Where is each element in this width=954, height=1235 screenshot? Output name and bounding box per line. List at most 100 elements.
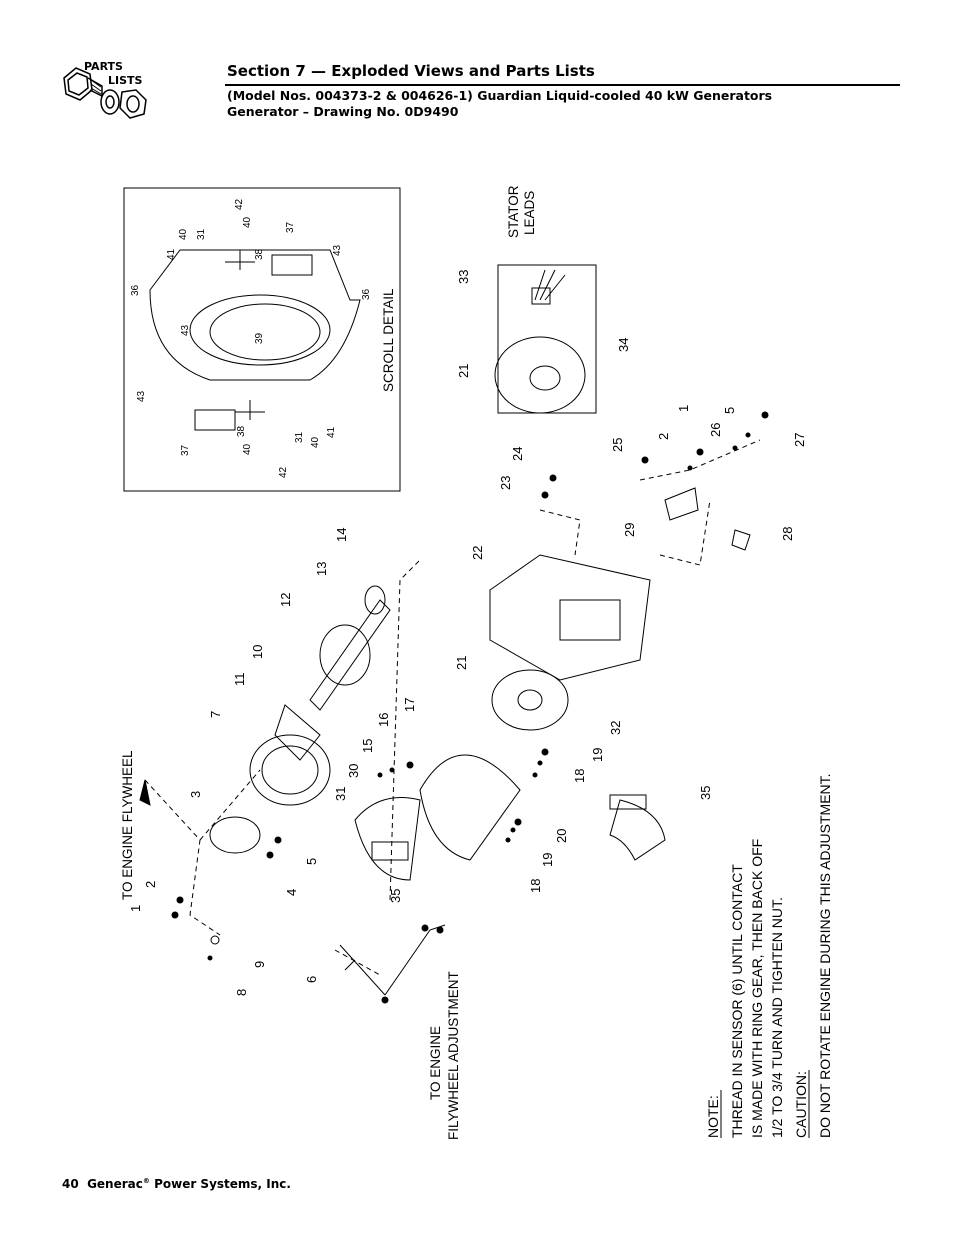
page-number: 40 xyxy=(62,1177,79,1191)
callout: 32 xyxy=(608,721,623,735)
callout: 8 xyxy=(234,989,249,996)
callout: 3 xyxy=(188,791,203,798)
callout: 18 xyxy=(528,879,543,893)
callout: 37 xyxy=(285,221,296,233)
label-stator-leads-line1: STATOR xyxy=(506,185,521,238)
label-to-engine-flywheel: TO ENGINE FLYWHEEL xyxy=(120,750,135,900)
bracket-29 xyxy=(664,487,699,521)
caution-heading: CAUTION: xyxy=(793,1071,809,1138)
scroll-housing xyxy=(149,249,361,381)
callout: 1 xyxy=(128,905,143,912)
callout: 35 xyxy=(698,786,713,800)
scroll-screen-37a xyxy=(271,254,313,276)
fan-guard-enclosure xyxy=(489,554,651,681)
page-subtitle: (Model Nos. 004373-2 & 004626-1) Guardia… xyxy=(227,88,772,120)
callout: 33 xyxy=(456,270,471,284)
registered-mark: ® xyxy=(142,1177,150,1185)
callout: 9 xyxy=(252,961,267,968)
caution-line-1: DO NOT ROTATE ENGINE DURING THIS ADJUSTM… xyxy=(817,773,833,1138)
scroll-detail-box xyxy=(123,187,401,492)
callout: 2 xyxy=(656,433,671,440)
callout: 41 xyxy=(166,248,177,260)
footer-company-rest: Power Systems, Inc. xyxy=(154,1177,291,1191)
callout: 40 xyxy=(242,443,253,455)
callout: 19 xyxy=(590,748,605,762)
callout: 20 xyxy=(554,829,569,843)
callout: 16 xyxy=(376,713,391,727)
callout: 11 xyxy=(232,673,247,687)
callout: 31 xyxy=(196,228,207,240)
callout: 6 xyxy=(304,976,319,983)
scroll-half-left xyxy=(354,797,421,881)
ring-gear xyxy=(249,734,331,806)
label-scroll-detail: SCROLL DETAIL xyxy=(381,288,396,392)
callout: 35 xyxy=(388,889,403,903)
label-to-engine-adj-line2: FILYWHEEL ADJUSTMENT xyxy=(446,971,461,1140)
callout: 40 xyxy=(178,228,189,240)
callout: 38 xyxy=(236,425,247,437)
callout: 29 xyxy=(622,523,637,537)
callout: 2 xyxy=(143,881,158,888)
fan-hub xyxy=(274,704,321,761)
scroll-screen-37b xyxy=(194,409,236,431)
bolt-nut-washer-icon xyxy=(63,67,147,119)
callout: 17 xyxy=(402,698,417,712)
callout: 26 xyxy=(708,423,723,437)
callout: 38 xyxy=(254,248,265,260)
callout: 5 xyxy=(722,407,737,414)
callout: 22 xyxy=(470,546,485,560)
note-line-1: THREAD IN SENSOR (6) UNTIL CONTACT xyxy=(729,864,745,1138)
callout: 43 xyxy=(180,324,191,336)
logo-word-parts: PARTS xyxy=(84,60,123,73)
callout: 5 xyxy=(304,858,319,865)
callout: 42 xyxy=(278,466,289,478)
callout: 25 xyxy=(610,438,625,452)
footer-company: Generac xyxy=(87,1177,143,1191)
callout: 1 xyxy=(676,405,691,412)
callout: 13 xyxy=(314,562,329,576)
callout: 10 xyxy=(250,645,265,659)
rotor-bearing xyxy=(364,585,386,615)
callout: 36 xyxy=(361,288,372,300)
callout: 31 xyxy=(333,787,348,801)
callout: 7 xyxy=(208,711,223,718)
stator-end-plate xyxy=(494,336,586,414)
bracket-28 xyxy=(731,529,751,551)
callout: 43 xyxy=(332,244,343,256)
scroll-ring xyxy=(189,294,331,366)
scroll-half-right xyxy=(609,799,666,861)
callout: 37 xyxy=(180,444,191,456)
callout: 12 xyxy=(278,593,293,607)
callout: 41 xyxy=(326,426,337,438)
callout: 18 xyxy=(572,769,587,783)
callout: 21 xyxy=(454,656,469,670)
stator-housing xyxy=(419,754,521,861)
callout: 30 xyxy=(346,764,361,778)
callout: 23 xyxy=(498,476,513,490)
rotor-shaft xyxy=(309,599,391,711)
callout: 21 xyxy=(456,364,471,378)
parts-lists-logo: PARTS LISTS xyxy=(63,60,147,119)
header-rule xyxy=(225,84,900,86)
subtitle-line-2: Generator – Drawing No. 0D9490 xyxy=(227,104,459,119)
callout: 27 xyxy=(792,433,807,447)
callout: 28 xyxy=(780,527,795,541)
note-heading: NOTE: xyxy=(705,1095,721,1138)
logo-word-lists: LISTS xyxy=(108,74,143,87)
callout: 4 xyxy=(284,889,299,896)
subtitle-line-1: (Model Nos. 004373-2 & 004626-1) Guardia… xyxy=(227,88,773,103)
section-title: Section 7 — Exploded Views and Parts Lis… xyxy=(227,62,595,80)
callout: 39 xyxy=(254,332,265,344)
label-stator-leads-line2: LEADS xyxy=(522,191,537,235)
page-footer: 40 Generac® Power Systems, Inc. xyxy=(62,1177,291,1191)
callout: 19 xyxy=(540,853,555,867)
callout: 42 xyxy=(234,198,245,210)
callout: 40 xyxy=(242,216,253,228)
callout: 15 xyxy=(360,739,375,753)
label-to-engine-adj-line1: TO ENGINE xyxy=(428,1026,443,1100)
callout: 36 xyxy=(130,284,141,296)
callout: 31 xyxy=(294,431,305,443)
note-line-3: 1/2 TO 3/4 TURN AND TIGHTEN NUT. xyxy=(769,897,785,1138)
flexplate xyxy=(209,816,261,854)
